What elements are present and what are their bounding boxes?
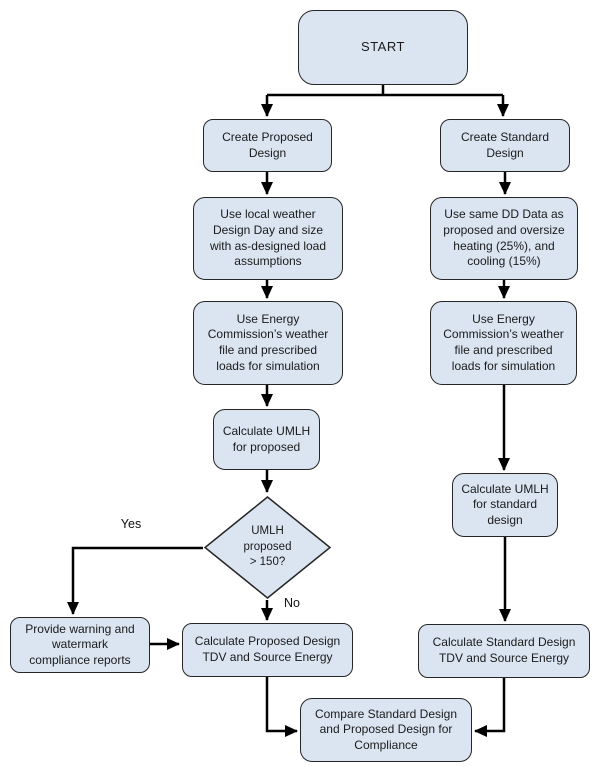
node-same-dd-data: Use same DD Data as proposed and oversiz… bbox=[430, 197, 578, 280]
node-umlh-decision-label: UMLH proposed > 150? bbox=[243, 525, 292, 569]
node-calculate-proposed-tdv-label: Calculate Proposed Design TDV and Source… bbox=[194, 634, 341, 664]
node-compare-designs: Compare Standard Design and Proposed Des… bbox=[300, 698, 472, 762]
node-ec-weather-file-standard: Use Energy Commission’s weather file and… bbox=[430, 301, 577, 385]
node-calculate-umlh-standard: Calculate UMLH for standard design bbox=[452, 473, 558, 537]
node-ec-weather-file-proposed: Use Energy Commission’s weather file and… bbox=[193, 301, 343, 385]
edge-proposedtdv-to-compare bbox=[265, 677, 298, 737]
edge-label-no: No bbox=[284, 596, 300, 610]
node-same-dd-data-label: Use same DD Data as proposed and oversiz… bbox=[443, 207, 565, 269]
node-create-standard-design-label: Create Standard Design bbox=[460, 129, 550, 160]
node-calculate-umlh-standard-label: Calculate UMLH for standard design bbox=[461, 481, 549, 527]
node-local-weather-design-day: Use local weather Design Day and size wi… bbox=[193, 197, 343, 280]
node-start-label: START bbox=[361, 39, 405, 55]
edge-label-yes: Yes bbox=[120, 517, 142, 531]
node-create-standard-design: Create Standard Design bbox=[440, 119, 570, 172]
node-compare-designs-label: Compare Standard Design and Proposed Des… bbox=[314, 706, 458, 752]
node-calculate-standard-tdv-label: Calculate Standard Design TDV and Source… bbox=[432, 635, 576, 665]
node-ec-weather-file-proposed-label: Use Energy Commission’s weather file and… bbox=[207, 311, 329, 373]
decision-diamond-shape bbox=[203, 496, 332, 599]
edge-decision-yes bbox=[67, 546, 203, 615]
edge-standardtdv-to-compare bbox=[474, 678, 506, 737]
node-calculate-standard-tdv: Calculate Standard Design TDV and Source… bbox=[418, 624, 590, 678]
node-start: START bbox=[298, 10, 468, 85]
node-create-proposed-design: Create Proposed Design bbox=[203, 119, 332, 172]
node-ec-weather-file-standard-label: Use Energy Commission’s weather file and… bbox=[443, 311, 564, 373]
node-provide-warning: Provide warning and watermark compliance… bbox=[10, 617, 150, 673]
node-calculate-proposed-tdv: Calculate Proposed Design TDV and Source… bbox=[182, 623, 353, 677]
node-calculate-umlh-proposed: Calculate UMLH for proposed bbox=[213, 409, 320, 470]
node-umlh-decision: UMLH proposed > 150? bbox=[203, 495, 332, 600]
node-local-weather-design-day-label: Use local weather Design Day and size wi… bbox=[209, 207, 327, 269]
node-create-proposed-design-label: Create Proposed Design bbox=[222, 129, 313, 160]
edge-start-split bbox=[267, 84, 503, 97]
node-provide-warning-label: Provide warning and watermark compliance… bbox=[25, 621, 135, 667]
node-calculate-umlh-proposed-label: Calculate UMLH for proposed bbox=[222, 423, 311, 454]
